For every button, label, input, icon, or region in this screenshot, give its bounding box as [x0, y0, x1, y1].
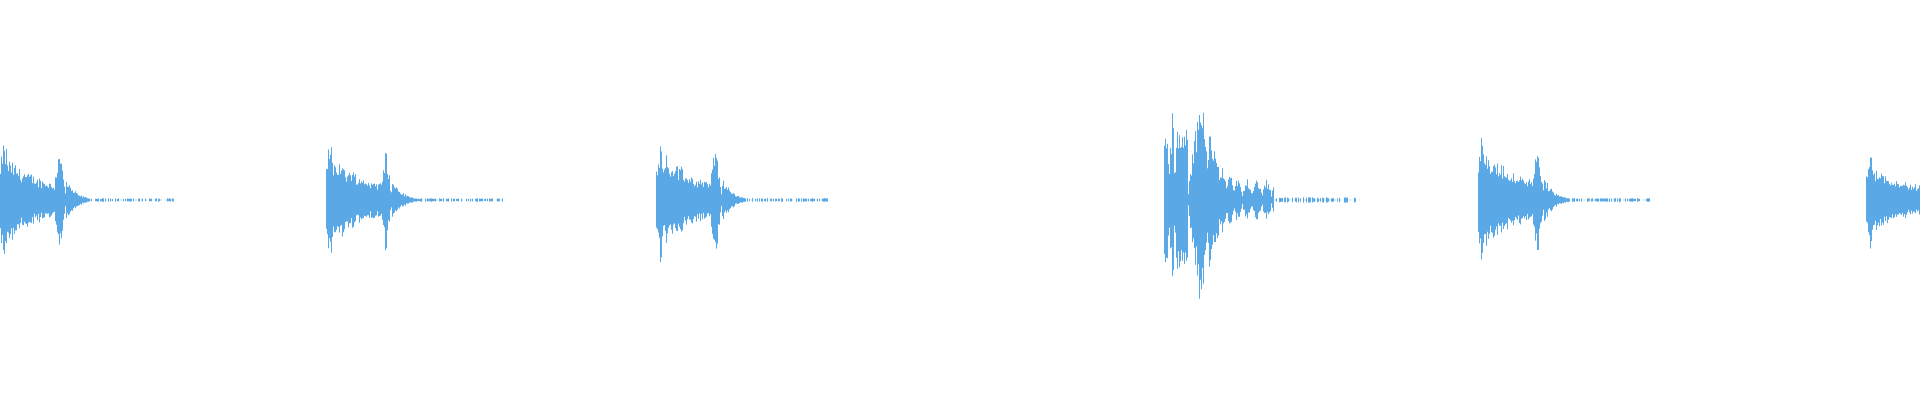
waveform-clip-3[interactable] [656, 146, 828, 263]
waveform-clip-1[interactable] [0, 145, 175, 254]
waveform-clip-shape [1866, 157, 1920, 249]
waveform-clip-2[interactable] [326, 147, 504, 253]
waveform-clip-5[interactable] [1478, 137, 1650, 260]
waveform-clip-shape [656, 146, 828, 263]
waveform-clip-4[interactable] [1164, 112, 1360, 299]
waveform-clip-6[interactable] [1866, 157, 1920, 249]
waveform-clip-shape [1478, 137, 1650, 260]
waveform-clip-shape [1164, 112, 1356, 299]
waveform-clip-shape [0, 145, 174, 254]
